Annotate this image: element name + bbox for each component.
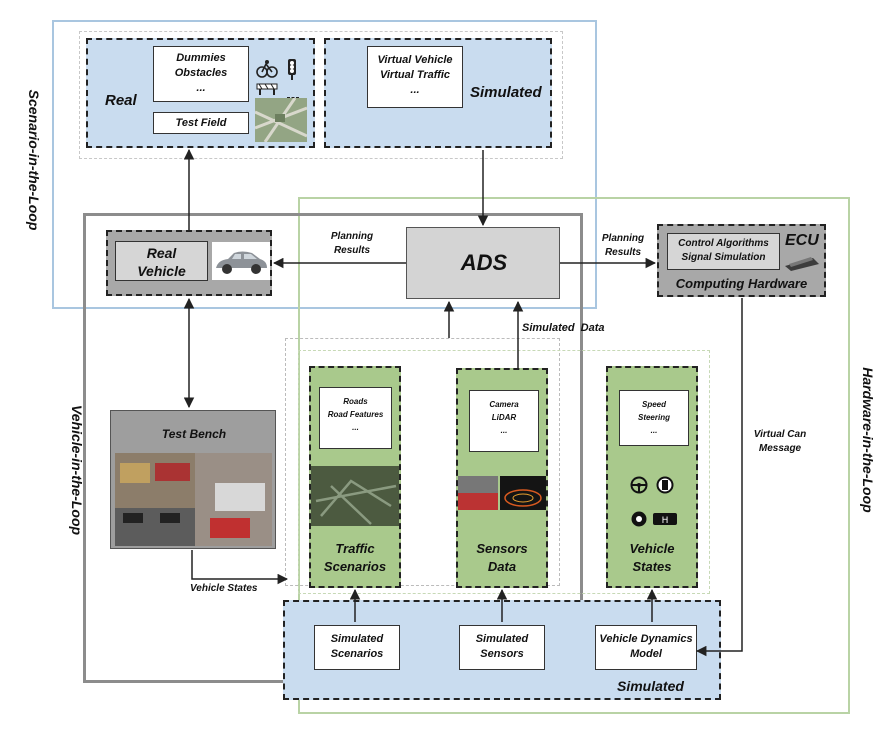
camera-image bbox=[458, 476, 498, 510]
roads-list-box: Roads Road Features ... bbox=[319, 387, 392, 449]
planning-results-left-line: Planning bbox=[330, 231, 374, 242]
roads-list-item: ... bbox=[352, 423, 359, 432]
arrow-hardware-to-dynamics bbox=[695, 298, 743, 657]
simulated-bottom-panel: Simulated Scenarios Simulated Sensors Ve… bbox=[283, 600, 721, 700]
speed-list-item: Speed bbox=[641, 400, 666, 409]
vehicle-states-line: States bbox=[632, 559, 672, 574]
camera-list-item: Camera bbox=[489, 400, 519, 409]
ecu-label: ECU bbox=[785, 232, 819, 249]
planning-results-right-line: Results bbox=[604, 247, 642, 258]
battery-icon: H bbox=[652, 510, 678, 528]
real-vehicle-label: Real bbox=[146, 245, 177, 261]
computing-hardware-label: Computing Hardware bbox=[675, 276, 808, 291]
sensors-data-label: Sensors Data bbox=[458, 540, 546, 576]
virtual-list-item: ... bbox=[410, 84, 420, 96]
control-list-item: Control Algorithms bbox=[678, 238, 769, 249]
control-signal-box: Control Algorithms Signal Simulation bbox=[667, 233, 780, 270]
simulated-top-panel: Virtual Vehicle Virtual Traffic ... Simu… bbox=[324, 38, 552, 148]
virtual-can-line: Virtual Can bbox=[753, 429, 807, 440]
vehicle-dynamics-line: Vehicle Dynamics bbox=[599, 633, 693, 645]
virtual-list-item: Virtual Traffic bbox=[379, 69, 451, 81]
sim-scenarios-box: Simulated Scenarios bbox=[314, 625, 400, 670]
real-list-item: Dummies bbox=[176, 52, 226, 64]
speed-list-item: ... bbox=[650, 426, 658, 435]
test-field-aerial-image bbox=[255, 98, 307, 142]
control-list-item: Signal Simulation bbox=[681, 252, 766, 263]
ads-box: ADS bbox=[406, 227, 560, 299]
ecu-board-icon bbox=[783, 252, 821, 272]
car-icon bbox=[212, 242, 270, 280]
sim-sensors-line: Sensors bbox=[480, 648, 524, 660]
speed-list-item: Steering bbox=[637, 413, 670, 422]
vehicle-states-line: Vehicle bbox=[629, 541, 675, 556]
top-dashdot-frame bbox=[79, 31, 563, 159]
real-panel: Real Dummies Obstacles ... Test Field bbox=[86, 38, 315, 148]
test-bench-label: Test Bench bbox=[161, 427, 227, 441]
scenario-loop-border bbox=[52, 20, 597, 309]
real-list-item: ... bbox=[196, 82, 206, 94]
hardware-loop-border bbox=[298, 197, 850, 714]
computing-hardware-panel: Control Algorithms Signal Simulation ECU… bbox=[657, 224, 826, 297]
simulated-data-label: Simulated Data bbox=[522, 322, 605, 334]
simulated-bottom-label: Simulated bbox=[617, 678, 684, 694]
test-field-box: Test Field bbox=[153, 112, 249, 134]
traffic-scenarios-line: Traffic bbox=[335, 541, 375, 556]
sensors-data-line: Data bbox=[487, 559, 517, 574]
real-list-item: Obstacles bbox=[174, 67, 228, 79]
planning-results-left-line: Results bbox=[333, 245, 371, 256]
real-vehicle-label: Vehicle bbox=[137, 263, 186, 279]
camera-list-box: Camera LiDAR ... bbox=[469, 390, 539, 452]
middle-dashdot-frame-1 bbox=[285, 338, 560, 586]
engine-icon bbox=[630, 510, 648, 528]
dummy-figure-icon bbox=[256, 58, 278, 80]
speed-list-box: Speed Steering ... bbox=[619, 390, 689, 446]
planning-results-left-label: Planning Results bbox=[322, 230, 382, 258]
vehicle-states-arrow-label: Vehicle States bbox=[190, 583, 258, 594]
svg-text:H: H bbox=[662, 516, 669, 526]
sim-sensors-line: Simulated bbox=[475, 633, 529, 645]
vehicle-dynamics-line: Model bbox=[630, 648, 662, 660]
sim-sensors-box: Simulated Sensors bbox=[459, 625, 545, 670]
sensors-data-line: Sensors bbox=[476, 541, 528, 556]
test-bench-panel: Test Bench bbox=[110, 410, 276, 549]
real-vehicle-panel: Real Vehicle bbox=[106, 230, 272, 296]
virtual-can-label: Virtual Can Message bbox=[740, 428, 820, 456]
lidar-image bbox=[500, 476, 546, 510]
traffic-scenarios-label: Traffic Scenarios bbox=[311, 540, 399, 576]
vehicle-states-panel: Speed Steering ... H Vehicle States bbox=[606, 366, 698, 588]
vehicle-states-label: Vehicle States bbox=[608, 540, 696, 576]
real-objects-list: Dummies Obstacles ... bbox=[153, 46, 249, 102]
sensors-data-panel: Camera LiDAR ... Sensors Data bbox=[456, 368, 548, 588]
real-vehicle-label-box: Real Vehicle bbox=[115, 241, 208, 281]
road-network-image bbox=[311, 466, 399, 526]
obstacle-icon bbox=[256, 82, 278, 96]
roads-list-item: Roads bbox=[343, 397, 368, 406]
roads-list-item: Road Features bbox=[327, 410, 384, 419]
planning-results-right-line: Planning bbox=[601, 233, 645, 244]
virtual-objects-list: Virtual Vehicle Virtual Traffic ... bbox=[367, 46, 463, 108]
sim-scenarios-line: Simulated bbox=[330, 633, 384, 645]
planning-results-right-label: Planning Results bbox=[593, 232, 653, 260]
ads-label: ADS bbox=[460, 250, 508, 275]
tire-pressure-icon bbox=[656, 476, 674, 494]
sim-scenarios-line: Scenarios bbox=[330, 648, 384, 660]
steering-wheel-icon bbox=[630, 476, 648, 494]
virtual-list-item: Virtual Vehicle bbox=[377, 54, 453, 66]
traffic-light-icon bbox=[286, 58, 298, 80]
simulated-top-label: Simulated bbox=[470, 84, 542, 101]
real-label: Real bbox=[105, 92, 137, 109]
camera-list-item: ... bbox=[500, 426, 508, 435]
test-bench-photo bbox=[115, 453, 272, 546]
vehicle-dynamics-box: Vehicle Dynamics Model bbox=[595, 625, 697, 670]
virtual-can-line: Message bbox=[758, 443, 802, 454]
camera-list-item: LiDAR bbox=[491, 413, 517, 422]
arrow-testbench-to-sim bbox=[191, 550, 289, 585]
traffic-scenarios-panel: Roads Road Features ... Traffic Scenario… bbox=[309, 366, 401, 588]
traffic-scenarios-line: Scenarios bbox=[323, 559, 387, 574]
